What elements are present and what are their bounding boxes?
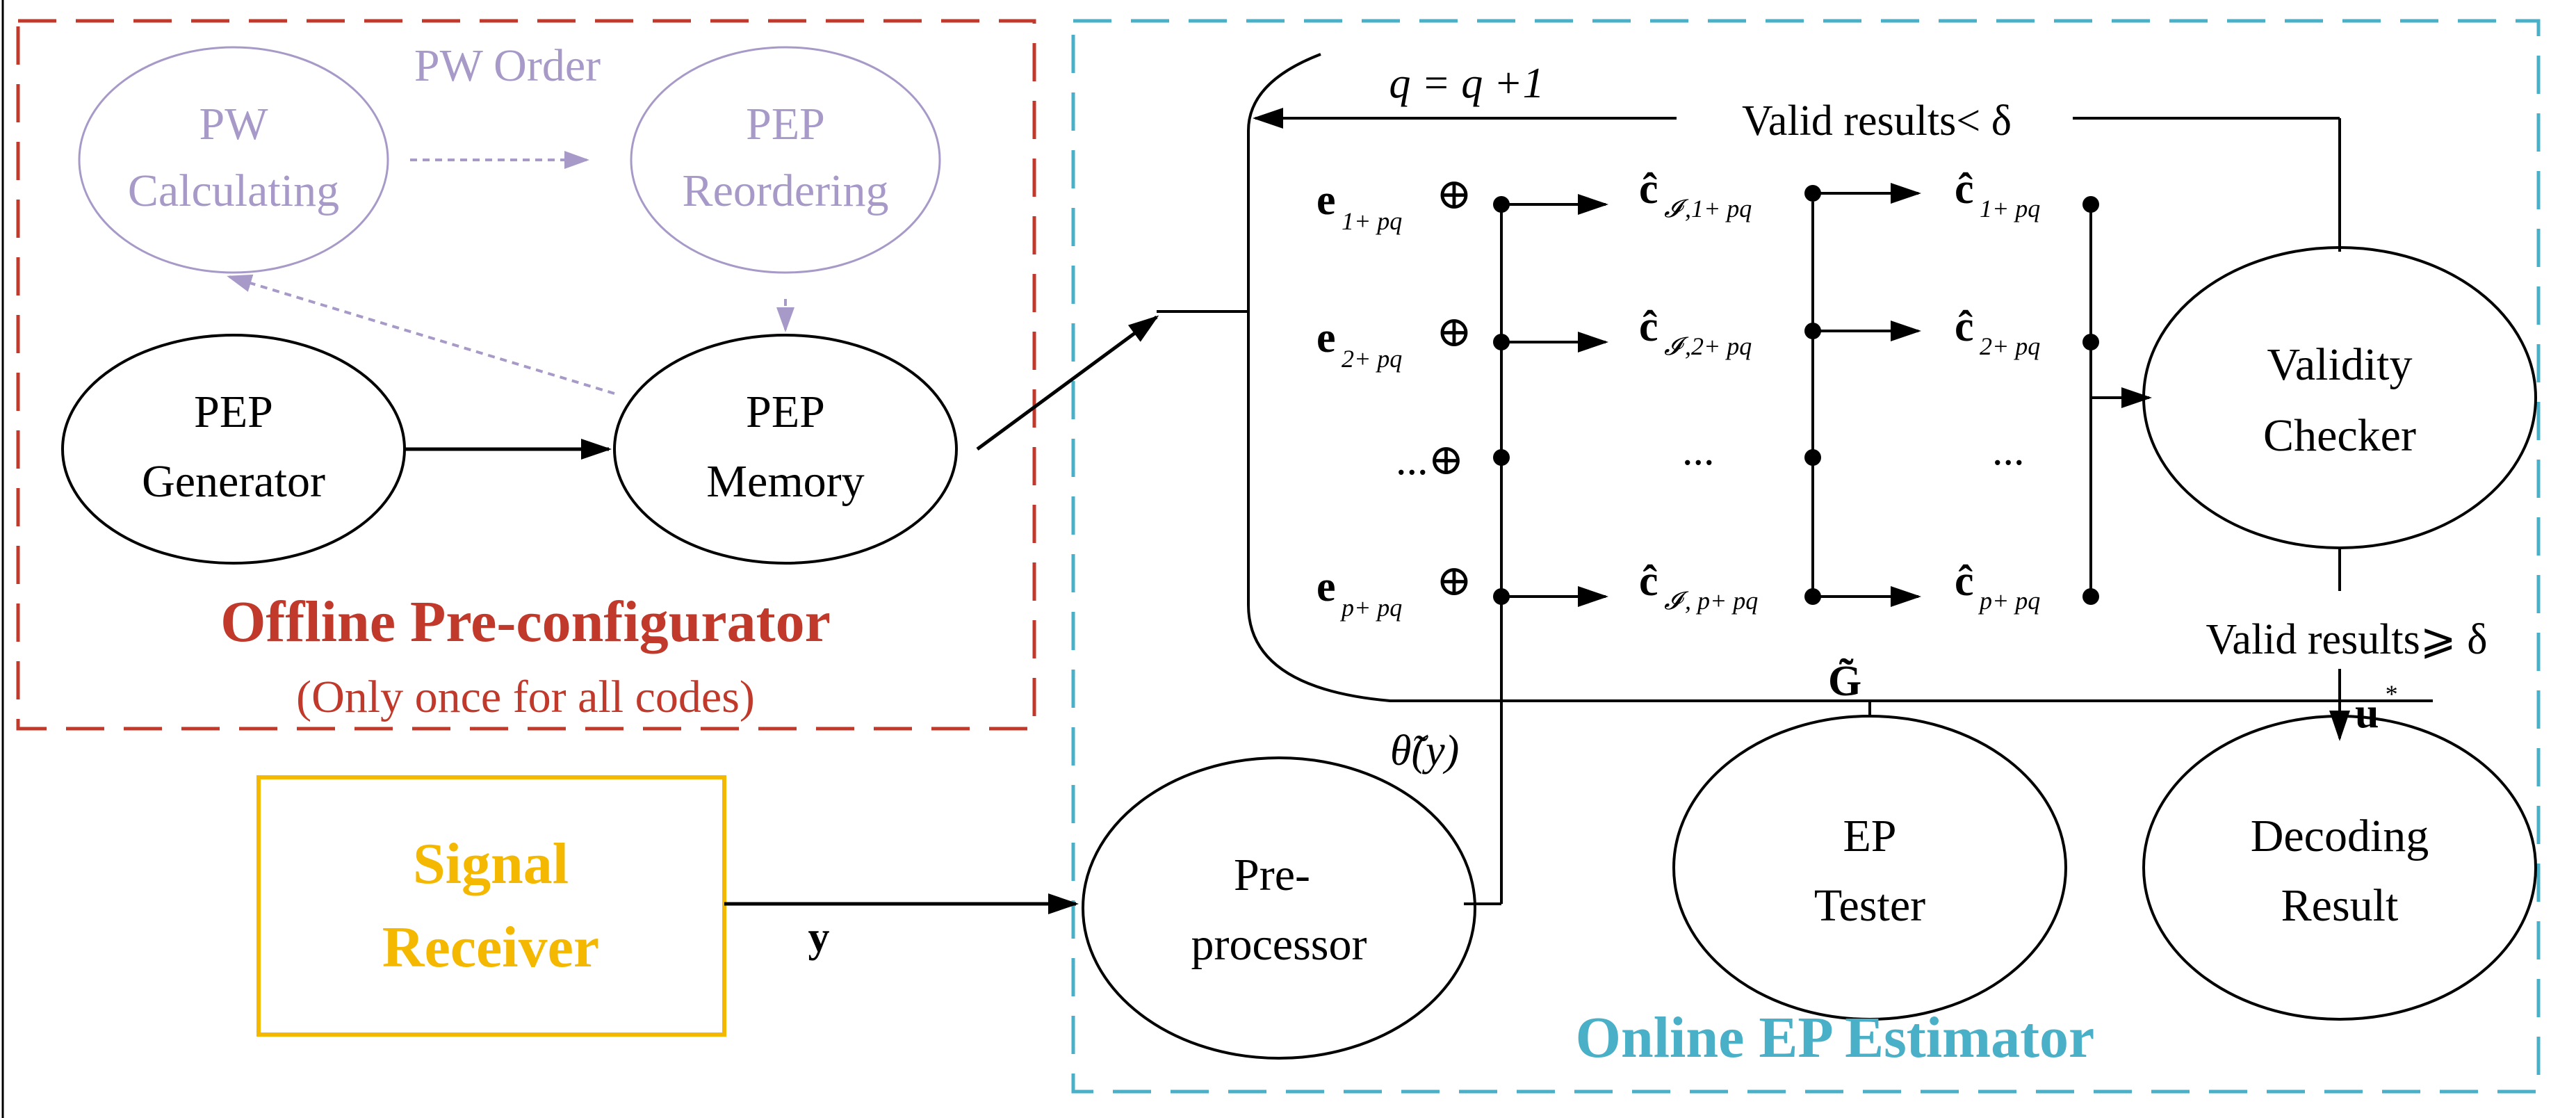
valid-ge-label: Valid results⩾ δ: [2206, 616, 2488, 663]
validity-line2: Checker: [2263, 410, 2416, 461]
e-row1-sub: 1+ pq: [1342, 207, 1402, 235]
pep-reorder-line1: PEP: [746, 99, 825, 149]
pep-generator-ellipse: [61, 334, 406, 565]
row-arrows: [1501, 183, 2152, 607]
ep-tester-line1: EP: [1843, 811, 1896, 861]
decoding-line1: Decoding: [2251, 811, 2429, 861]
preprocessor-line1: Pre-: [1234, 850, 1310, 900]
validity-checker-ellipse: [2142, 246, 2537, 549]
theta-label: θ̃(y): [1390, 727, 1459, 775]
ci-row1: ĉ: [1639, 165, 1658, 213]
e-rowp-sub: p+ pq: [1339, 594, 1402, 622]
ep-tester-line2: Tester: [1814, 880, 1925, 931]
ci-row1-sub: ,1+ pq: [1685, 195, 1752, 222]
valid-lt-label: Valid results< δ: [1742, 97, 2012, 145]
u-star-sup: *: [2384, 680, 2397, 708]
e-rowp: e: [1316, 563, 1336, 610]
ellipsis-c: ...: [1992, 427, 2025, 474]
ellipsis-ci: ...: [1682, 427, 1715, 474]
junction-dots: [1493, 185, 2099, 605]
ci-rowp: ĉ: [1639, 558, 1658, 605]
pep-generator-line2: Generator: [142, 456, 325, 507]
decoding-result-ellipse: [2142, 715, 2537, 1021]
pw-order-label: PW Order: [414, 40, 601, 91]
pep-reordering-ellipse: [630, 46, 941, 274]
oplus-row2: ⊕: [1436, 309, 1472, 356]
pep-memory-line1: PEP: [746, 387, 825, 437]
c-row2-sub: 2+ pq: [1980, 332, 2040, 360]
oplus-rowp: ⊕: [1436, 558, 1472, 605]
pep-reorder-line2: Reordering: [683, 165, 889, 216]
ep-tester-ellipse: [1672, 715, 2067, 1021]
c-row2: ĉ: [1955, 303, 1974, 350]
c-row1: ĉ: [1955, 165, 1974, 213]
online-title: Online EP Estimator: [1576, 1005, 2095, 1070]
offline-title: Offline Pre-configurator: [220, 590, 831, 654]
q-update-label: q = q +1: [1389, 60, 1544, 107]
e-row2: e: [1316, 314, 1336, 362]
preprocessor-ellipse: [1082, 756, 1476, 1060]
y-signal-label: y: [808, 914, 830, 961]
c-rowp: ĉ: [1955, 558, 1974, 605]
decoding-line2: Result: [2281, 880, 2399, 931]
ci-row2: ĉ: [1639, 303, 1658, 350]
validity-line1: Validity: [2267, 339, 2413, 390]
memory-to-pw-calc-arrow: [227, 274, 615, 395]
memory-to-online-arrow: [976, 315, 1159, 451]
loop-bracket-curve: [1247, 53, 2433, 702]
pep-memory-line2: Memory: [706, 456, 864, 507]
ci-rowp-sub: , p+ pq: [1685, 587, 1758, 615]
pep-memory-ellipse: [613, 334, 958, 565]
pw-calculating-ellipse: [78, 46, 389, 274]
oplus-row1: ⊕: [1436, 171, 1472, 218]
g-tilde-label: G̃: [1828, 658, 1861, 705]
pw-calc-line2: Calculating: [128, 165, 339, 216]
c-row1-sub: 1+ pq: [1980, 195, 2040, 222]
e-row1: e: [1316, 177, 1336, 224]
ellipsis-oplus: ...⊕: [1396, 437, 1464, 484]
pw-calc-line1: PW: [199, 99, 269, 149]
e-row2-sub: 2+ pq: [1342, 345, 1402, 373]
u-star-label: u: [2355, 690, 2379, 737]
offline-preconfigurator-box: [16, 19, 1036, 731]
pep-generator-line1: PEP: [194, 387, 273, 437]
receiver-line2: Receiver: [382, 915, 599, 980]
signal-receiver-box: [256, 775, 726, 1037]
preprocessor-line2: processor: [1191, 919, 1367, 970]
offline-subtitle: (Only once for all codes): [296, 672, 755, 722]
ci-row2-sub: ,2+ pq: [1685, 332, 1752, 360]
receiver-line1: Signal: [413, 832, 569, 896]
c-rowp-sub: p+ pq: [1978, 587, 2040, 615]
online-ep-estimator-box: [1071, 19, 2541, 1094]
